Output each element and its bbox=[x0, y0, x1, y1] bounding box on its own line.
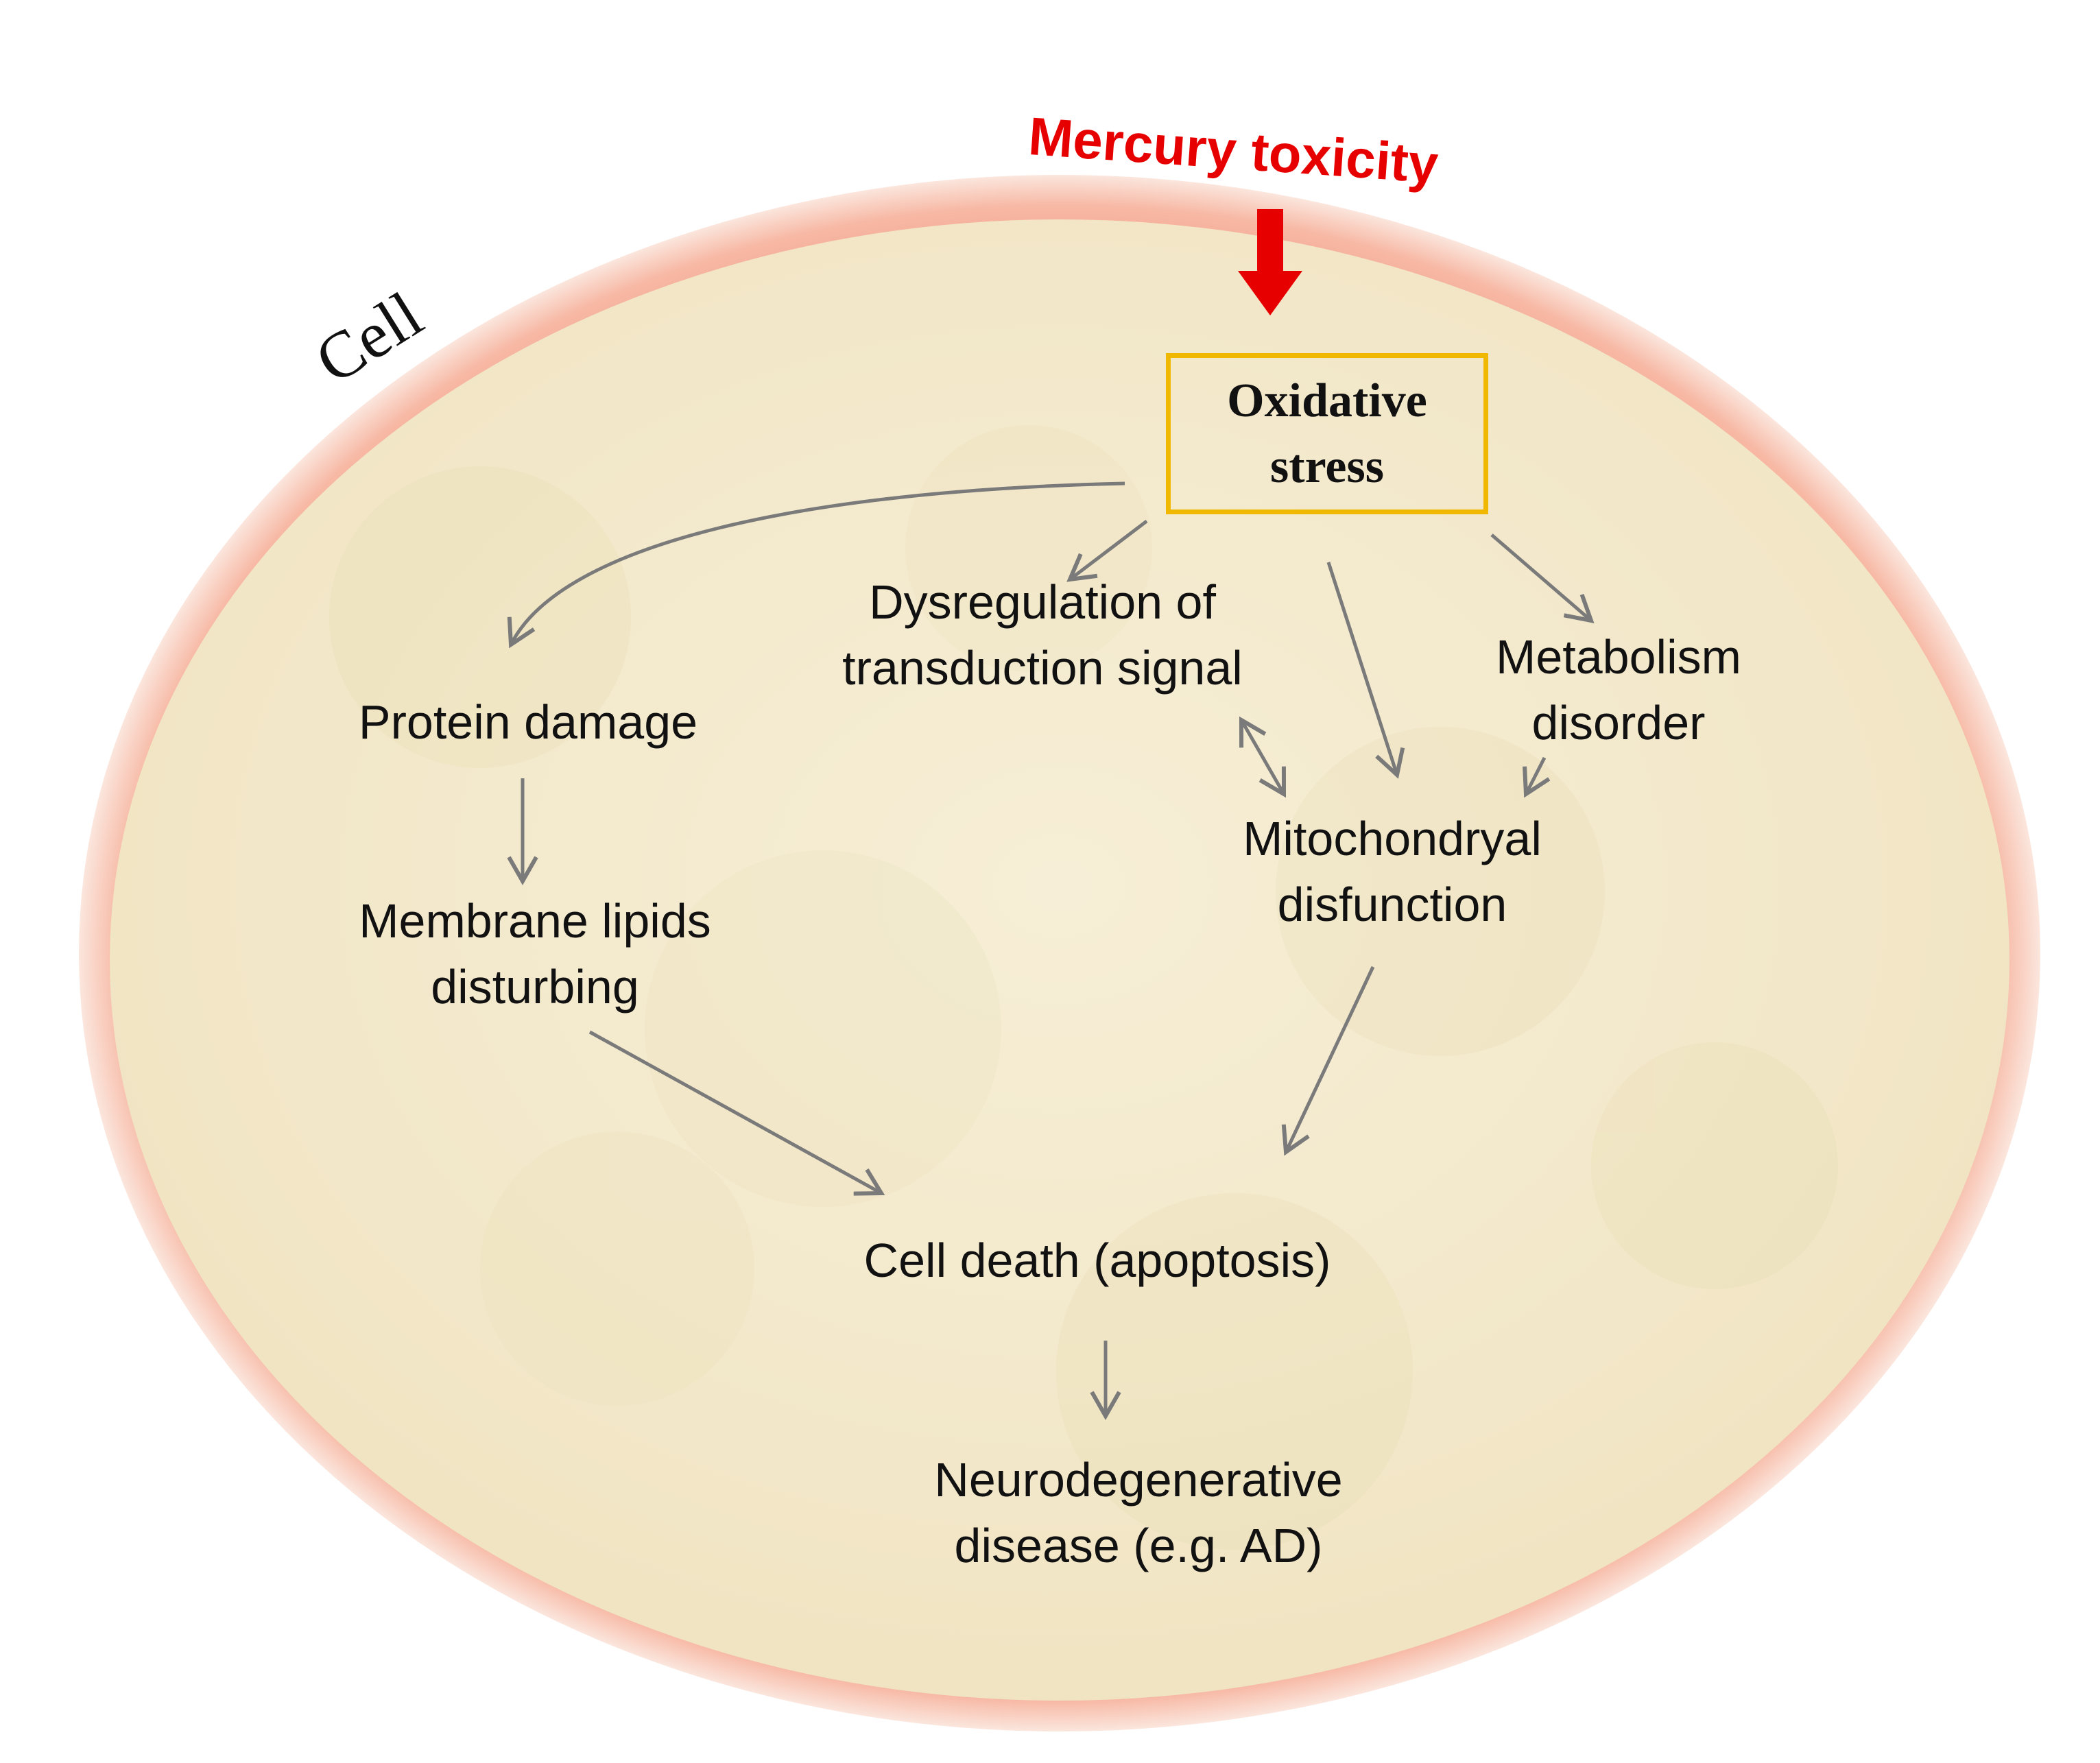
cell-death-line1: Cell death (apoptosis) bbox=[863, 1234, 1331, 1287]
dysregulation-line1: Dysregulation of bbox=[869, 575, 1216, 629]
arrow-oxidative-to-metabolism bbox=[1490, 533, 1595, 623]
oxidative-stress-box: Oxidative stress bbox=[1166, 353, 1488, 514]
cell-death-label: Cell death (apoptosis) bbox=[789, 1227, 1406, 1293]
cytoplasm-texture bbox=[329, 425, 1838, 1550]
membrane-lipids-label: Membrane lipids disturbing bbox=[288, 888, 782, 1020]
mitochondryal-label: Mitochondryal disfunction bbox=[1180, 806, 1605, 937]
oxidative-stress-line1: Oxidative bbox=[1227, 374, 1427, 427]
arrow-dysregulation-mitochondryal bbox=[1239, 716, 1287, 798]
dysregulation-label: Dysregulation of transduction signal bbox=[782, 569, 1303, 701]
dysregulation-line2: transduction signal bbox=[842, 641, 1243, 695]
membrane-lipids-line1: Membrane lipids bbox=[359, 894, 711, 948]
neurodegenerative-label: Neurodegenerative disease (e.g. AD) bbox=[878, 1447, 1399, 1579]
protein-damage-label: Protein damage bbox=[295, 689, 761, 755]
metabolism-line2: disorder bbox=[1531, 696, 1706, 749]
arrow-oxidative-to-protein bbox=[507, 481, 1125, 649]
arrow-mitochondryal-to-celldeath bbox=[1281, 966, 1375, 1156]
mitochondryal-line1: Mitochondryal bbox=[1243, 812, 1542, 865]
membrane-lipids-line2: disturbing bbox=[431, 960, 639, 1014]
oxidative-stress-line2: stress bbox=[1270, 440, 1384, 493]
oxidative-stress-text: Oxidative stress bbox=[1227, 368, 1427, 500]
metabolism-label: Metabolism disorder bbox=[1433, 624, 1804, 756]
neurodegenerative-line2: disease (e.g. AD) bbox=[954, 1519, 1323, 1572]
mitochondryal-line2: disfunction bbox=[1277, 878, 1507, 931]
arrow-membrane-to-celldeath bbox=[588, 1030, 885, 1196]
arrow-oxidative-to-mitochondryal bbox=[1326, 562, 1405, 779]
arrow-oxidative-to-dysregulation bbox=[1066, 520, 1148, 582]
neurodegenerative-line1: Neurodegenerative bbox=[934, 1453, 1343, 1507]
protein-damage-line1: Protein damage bbox=[358, 695, 698, 749]
metabolism-line1: Metabolism bbox=[1496, 630, 1741, 684]
cell-cytoplasm bbox=[110, 219, 2009, 1701]
mercury-arrow bbox=[1238, 209, 1302, 315]
pathway-arrows bbox=[507, 481, 1595, 1421]
arrow-metabolism-to-mitochondryal bbox=[1523, 756, 1551, 798]
